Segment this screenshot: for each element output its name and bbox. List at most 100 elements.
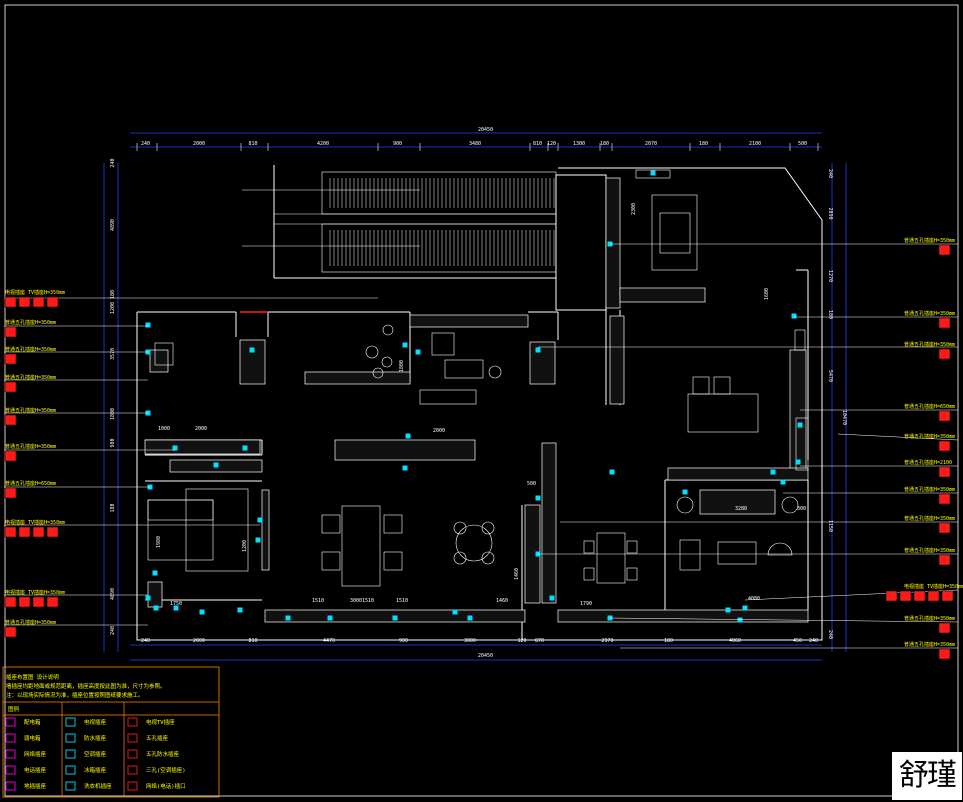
top-segment-dimension: 810: [533, 141, 542, 147]
interior-dimension: 1460: [514, 568, 520, 580]
socket-marker: [535, 495, 541, 501]
socket-marker: [797, 422, 803, 428]
socket-marker: [650, 170, 656, 176]
escalators: [242, 171, 557, 273]
legend-item-label: 五孔防水插座: [146, 750, 180, 758]
left-segment-dimension: 240: [110, 158, 116, 167]
legend-header: 图例: [8, 705, 20, 713]
red-socket-symbol: [4, 296, 17, 308]
notes-line-2: 注：以现场实际情况为准，插座位置按照图纸要求施工。: [6, 691, 144, 699]
legend-symbol: [65, 765, 76, 775]
right-segment-dimension: 1150: [827, 520, 833, 532]
socket-marker: [242, 445, 248, 451]
interior-dimension: 500: [527, 481, 536, 487]
dimension-ticks: [136, 143, 819, 151]
socket-marker: [780, 479, 786, 485]
notes-legend-box: 插座布置图 设计说明 墙插座均距地面或规范距离，插座高度按此图为准，尺寸为参照。…: [2, 666, 220, 798]
socket-marker: [152, 570, 158, 576]
bottom-segment-dimension: 870: [535, 638, 544, 644]
right-vertical-total: 10470: [841, 410, 847, 425]
legend-symbol: [65, 733, 76, 743]
top-total-dimension: 20450: [478, 127, 493, 133]
left-socket-label: 普通五孔插座H=650mm: [5, 480, 56, 487]
bottom-segment-dimension: 240: [809, 638, 818, 644]
bottom-segment-dimension: 900: [399, 638, 408, 644]
red-socket-symbol: [18, 596, 31, 608]
socket-marker: [402, 465, 408, 471]
socket-marker: [795, 459, 801, 465]
red-socket-symbol: [938, 648, 951, 660]
socket-marker: [742, 605, 748, 611]
right-socket-label: 普通五孔插座H=2100: [904, 459, 952, 466]
interior-dimension: 3000: [350, 598, 362, 604]
socket-marker: [402, 342, 408, 348]
left-socket-label: 电视插座 TV插座H=350mm: [5, 289, 65, 296]
right-segment-dimension: 240: [827, 169, 833, 178]
red-socket-symbol: [938, 410, 951, 422]
bottom-segment-dimension: 2000: [193, 638, 205, 644]
legend-symbol: [65, 781, 76, 791]
right-socket-label: 普通五孔插座H=350mm: [904, 341, 955, 348]
right-socket-label: 普通五孔插座H=350mm: [904, 310, 955, 317]
red-socket-symbol: [941, 590, 954, 602]
socket-marker: [415, 349, 421, 355]
red-socket-symbol: [927, 590, 940, 602]
socket-marker: [725, 607, 731, 613]
left-segment-dimension: 1800: [110, 408, 116, 420]
interior-dimension: 1460: [496, 598, 508, 604]
interior-dimension: 2000: [195, 426, 207, 432]
socket-marker: [285, 615, 291, 621]
left-segment-dimension: 3570: [110, 348, 116, 360]
legend-item-label: 空调插座: [84, 750, 107, 758]
legend-symbol: [5, 781, 16, 791]
left-socket-label: 电视插座 TV插座H=350mm: [5, 589, 65, 596]
red-socket-symbol: [938, 554, 951, 566]
red-socket-symbol: [885, 590, 898, 602]
bottom-segment-dimension: 120: [518, 638, 527, 644]
top-segment-dimension: 2100: [749, 141, 761, 147]
interior-dimension: 3280: [735, 506, 747, 512]
top-segment-dimension: 180: [699, 141, 708, 147]
red-socket-symbol: [4, 450, 17, 462]
red-socket-symbol: [938, 440, 951, 452]
escalator-steps: [329, 178, 555, 266]
right-socket-label: 普通五孔插座H=350mm: [904, 641, 955, 648]
top-segment-dimension: 500: [798, 141, 807, 147]
interior-dimension: 300: [797, 506, 806, 512]
legend-item-label: 网络插座: [24, 750, 47, 758]
socket-marker: [199, 609, 205, 615]
socket-marker: [213, 462, 219, 468]
interior-dimension: 1200: [242, 540, 248, 552]
legend-symbol: [5, 765, 16, 775]
socket-marker: [467, 615, 473, 621]
red-socket-symbol: [4, 414, 17, 426]
right-socket-label: 普通五孔插座H=650mm: [904, 403, 955, 410]
interior-dimension: 1510: [312, 598, 324, 604]
socket-marker: [145, 322, 151, 328]
socket-marker: [255, 537, 261, 543]
legend-symbol: [65, 749, 76, 759]
interior-dimension: 1000: [158, 426, 170, 432]
right-socket-label: 普通五孔插座H=350mm: [904, 433, 955, 440]
socket-marker: [405, 433, 411, 439]
red-socket-symbol: [4, 626, 17, 638]
socket-marker: [327, 615, 333, 621]
legend-symbol: [5, 733, 16, 743]
legend-item-label: 五孔插座: [146, 734, 169, 742]
top-segment-dimension: 900: [393, 141, 402, 147]
socket-marker: [145, 595, 151, 601]
seal-stamp: 舒瑾: [892, 752, 962, 800]
legend-item-label: 电视插座: [84, 718, 107, 726]
legend-symbol: [127, 717, 138, 727]
interior-dimension: 4080: [748, 596, 760, 602]
left-segment-dimension: 1200: [110, 302, 116, 314]
legend-item-label: 网络(电话)插口: [146, 782, 186, 790]
legend-symbol: [127, 765, 138, 775]
bottom-segment-dimension: 240: [141, 638, 150, 644]
left-socket-label: 普通五孔插座H=350mm: [5, 619, 56, 626]
red-socket-symbol: [938, 622, 951, 634]
left-socket-label: 普通五孔插座H=350mm: [5, 407, 56, 414]
legend-symbol: [5, 717, 16, 727]
legend-symbol: [65, 717, 76, 727]
left-segment-dimension: 180: [110, 503, 116, 512]
